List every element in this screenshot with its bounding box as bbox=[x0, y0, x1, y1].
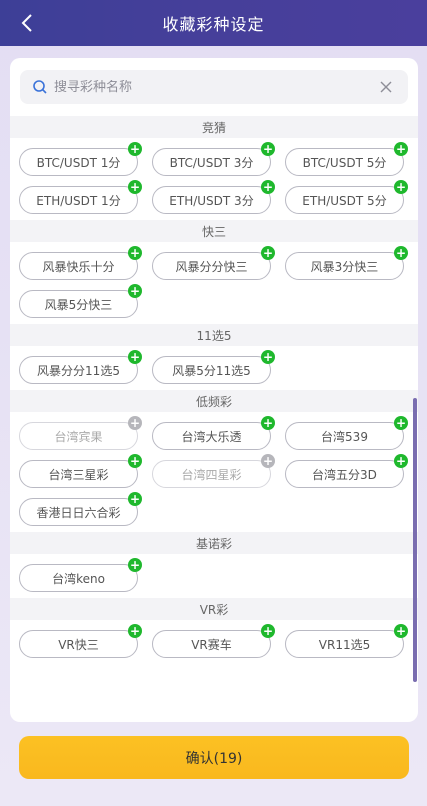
plus-badge-icon[interactable]: + bbox=[128, 558, 142, 572]
top-bar: 收藏彩种设定 bbox=[0, 0, 427, 46]
lottery-chip-label: 风暴3分快三 bbox=[310, 259, 379, 274]
plus-badge-icon[interactable]: + bbox=[261, 454, 275, 468]
lottery-grid: 风暴分分11选5 + 风暴5分11选5 + bbox=[10, 346, 418, 390]
lottery-grid: 台湾keno + bbox=[10, 554, 418, 598]
lottery-chip[interactable]: VR赛车 + bbox=[152, 624, 275, 658]
lottery-chip[interactable]: 台湾keno + bbox=[19, 558, 142, 592]
lottery-chip-label: 台湾四星彩 bbox=[181, 467, 242, 482]
lottery-chip[interactable]: ETH/USDT 3分 + bbox=[152, 180, 275, 214]
page-title: 收藏彩种设定 bbox=[162, 15, 265, 34]
lottery-chip-label: VR11选5 bbox=[318, 637, 371, 652]
lottery-chip-label: 风暴快乐十分 bbox=[42, 259, 115, 274]
lottery-grid: BTC/USDT 1分+BTC/USDT 3分+BTC/USDT 5分+ETH/… bbox=[10, 138, 418, 220]
plus-badge-icon[interactable]: + bbox=[128, 350, 142, 364]
plus-badge-icon[interactable]: + bbox=[128, 284, 142, 298]
lottery-chip[interactable]: 风暴3分快三 + bbox=[285, 246, 408, 280]
lottery-chip[interactable]: VR11选5 + bbox=[285, 624, 408, 658]
lottery-chip[interactable]: 台湾大乐透 + bbox=[152, 416, 275, 450]
lottery-chip[interactable]: VR快三 + bbox=[19, 624, 142, 658]
section-header: 基诺彩 bbox=[10, 532, 418, 554]
lottery-chip[interactable]: 风暴快乐十分 + bbox=[19, 246, 142, 280]
lottery-chip[interactable]: BTC/USDT 3分 + bbox=[152, 142, 275, 176]
lottery-chip-label: 风暴分分11选5 bbox=[37, 363, 120, 378]
section-header: 低频彩 bbox=[10, 390, 418, 412]
lottery-chip[interactable]: 台湾宾果 + bbox=[19, 416, 142, 450]
search-icon bbox=[33, 80, 47, 94]
lottery-chip[interactable]: ETH/USDT 5分 + bbox=[285, 180, 408, 214]
lottery-chip[interactable]: 风暴分分快三 + bbox=[152, 246, 275, 280]
lottery-chip-label: ETH/USDT 1分 bbox=[36, 193, 121, 208]
lottery-chip[interactable]: 风暴5分快三 + bbox=[19, 284, 142, 318]
plus-badge-icon[interactable]: + bbox=[394, 142, 408, 156]
lottery-grid: VR快三 + VR赛车 + VR11选5 + bbox=[10, 620, 418, 664]
plus-badge-icon[interactable]: + bbox=[128, 142, 142, 156]
plus-badge-icon[interactable]: + bbox=[394, 246, 408, 260]
plus-badge-icon[interactable]: + bbox=[394, 416, 408, 430]
lottery-chip[interactable]: 台湾四星彩 + bbox=[152, 454, 275, 488]
lottery-chip-label: BTC/USDT 3分 bbox=[169, 155, 254, 170]
lottery-chip[interactable]: 台湾539 + bbox=[285, 416, 408, 450]
section-header: 11选5 bbox=[10, 324, 418, 346]
back-button[interactable] bbox=[12, 8, 42, 38]
chevron-left-icon bbox=[21, 14, 32, 32]
lottery-chip-label: 风暴分分快三 bbox=[175, 259, 248, 274]
plus-badge-icon[interactable]: + bbox=[261, 416, 275, 430]
plus-badge-icon[interactable]: + bbox=[128, 492, 142, 506]
plus-badge-icon[interactable]: + bbox=[128, 454, 142, 468]
lottery-chip[interactable]: ETH/USDT 1分 + bbox=[19, 180, 142, 214]
lottery-chip[interactable]: 台湾五分3D + bbox=[285, 454, 408, 488]
lottery-chip-label: 台湾三星彩 bbox=[48, 467, 109, 482]
section-header: VR彩 bbox=[10, 598, 418, 620]
plus-badge-icon[interactable]: + bbox=[261, 180, 275, 194]
plus-badge-icon[interactable]: + bbox=[128, 624, 142, 638]
lottery-chip-label: BTC/USDT 1分 bbox=[36, 155, 121, 170]
close-icon bbox=[380, 81, 392, 93]
lottery-chip-label: 台湾keno bbox=[52, 571, 105, 586]
plus-badge-icon[interactable]: + bbox=[128, 246, 142, 260]
lottery-chip[interactable]: 台湾三星彩 + bbox=[19, 454, 142, 488]
lottery-chip[interactable]: 香港日日六合彩 + bbox=[19, 492, 142, 526]
lottery-chip-label: 台湾五分3D bbox=[312, 467, 377, 482]
section-header: 快三 bbox=[10, 220, 418, 242]
lottery-chip[interactable]: 风暴分分11选5 + bbox=[19, 350, 142, 384]
lottery-chip-label: ETH/USDT 5分 bbox=[302, 193, 387, 208]
plus-badge-icon[interactable]: + bbox=[261, 246, 275, 260]
search-bar bbox=[20, 70, 408, 104]
lottery-chip[interactable]: 风暴5分11选5 + bbox=[152, 350, 275, 384]
clear-search-button[interactable] bbox=[372, 73, 400, 101]
lottery-chip-label: 台湾大乐透 bbox=[181, 429, 242, 444]
lottery-chip[interactable]: BTC/USDT 1分 + bbox=[19, 142, 142, 176]
confirm-label: 确认(19) bbox=[185, 750, 243, 767]
plus-badge-icon[interactable]: + bbox=[261, 624, 275, 638]
plus-badge-icon[interactable]: + bbox=[128, 416, 142, 430]
plus-badge-icon[interactable]: + bbox=[261, 350, 275, 364]
lottery-chip-label: 风暴5分11选5 bbox=[172, 363, 251, 378]
scrollbar[interactable] bbox=[413, 398, 417, 682]
lottery-chip-label: 台湾539 bbox=[321, 429, 368, 444]
plus-badge-icon[interactable]: + bbox=[394, 454, 408, 468]
lottery-chip-label: 风暴5分快三 bbox=[44, 297, 113, 312]
plus-badge-icon[interactable]: + bbox=[394, 180, 408, 194]
search-input[interactable] bbox=[54, 79, 372, 95]
lottery-grid: 台湾宾果+台湾大乐透+台湾539+台湾三星彩+台湾四星彩+台湾五分3D+香港日日… bbox=[10, 412, 418, 532]
section-header: 竞猜 bbox=[10, 116, 418, 138]
confirm-button[interactable]: 确认(19) bbox=[19, 736, 409, 779]
lottery-chip-label: VR赛车 bbox=[191, 637, 232, 652]
lottery-chip-label: BTC/USDT 5分 bbox=[302, 155, 387, 170]
lottery-chip-label: 香港日日六合彩 bbox=[36, 505, 121, 520]
plus-badge-icon[interactable]: + bbox=[128, 180, 142, 194]
lottery-chip-label: VR快三 bbox=[58, 637, 99, 652]
lottery-chip-label: ETH/USDT 3分 bbox=[169, 193, 254, 208]
lottery-chip[interactable]: BTC/USDT 5分 + bbox=[285, 142, 408, 176]
lottery-grid: 风暴快乐十分 + 风暴分分快三 + 风暴3分快三 + 风暴5分快三 + bbox=[10, 242, 418, 324]
plus-badge-icon[interactable]: + bbox=[394, 624, 408, 638]
plus-badge-icon[interactable]: + bbox=[261, 142, 275, 156]
lottery-chip-label: 台湾宾果 bbox=[54, 429, 103, 444]
